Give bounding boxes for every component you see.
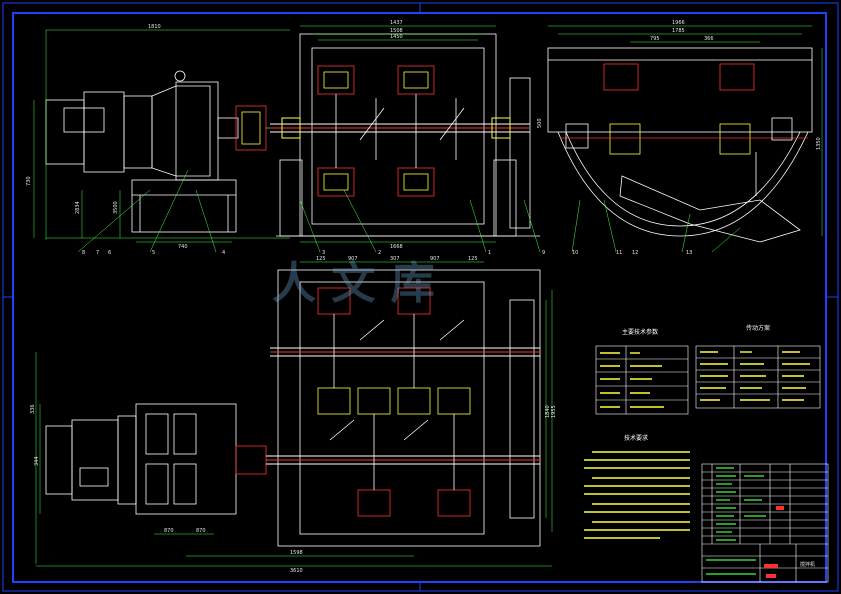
dim-plan-bottom-c: 1598: [290, 550, 303, 556]
dim-center-bottom: 1668: [390, 244, 403, 250]
dim-top-right-a: 1966: [672, 20, 685, 26]
tech-req-lines: [584, 451, 690, 539]
top-center-dims: [300, 25, 496, 243]
balloon-number: 4: [222, 250, 225, 256]
motor-elevation: [45, 70, 300, 233]
dim-top-center-a: 1437: [390, 20, 403, 26]
watermark: 人 文 库: [272, 258, 435, 309]
dim-plan-bottom-d: 3610: [290, 568, 303, 574]
top-left-dims: [33, 29, 290, 243]
mixer-front-shaft: [270, 117, 530, 139]
dim-base-width: 740: [178, 244, 188, 250]
dim-plan-bottom-a: 870: [164, 528, 174, 534]
dim-left-inner-b: 3500: [113, 201, 119, 214]
mixer-paddles-front: [317, 65, 465, 197]
title-block-fill: [706, 467, 766, 575]
balloon-number: 7: [96, 250, 99, 256]
plan-view-dims: [35, 261, 553, 567]
mixer-front-elevation: [276, 33, 540, 237]
balloon-number: 12: [632, 250, 638, 256]
dim-top-right-d: 366: [704, 36, 714, 42]
title-block: [701, 463, 829, 583]
dim-top-right-c: 795: [650, 36, 660, 42]
dim-top-center-c: 1450: [390, 34, 403, 40]
plan-view-shafts: [266, 347, 540, 465]
plan-view-paddles: [317, 287, 471, 517]
dim-top-center-b: 1508: [390, 28, 403, 34]
param-table-right: [695, 345, 821, 409]
balloon-number: 9: [542, 250, 545, 256]
balloon-number: 10: [572, 250, 578, 256]
dim-plan-top-b: 907: [348, 256, 358, 262]
tech-req-title: 技术要求: [624, 434, 648, 442]
dim-mid-right-a: 500: [537, 118, 543, 128]
centering-marks: [3, 3, 838, 591]
balloon-number: 5: [152, 250, 155, 256]
dim-top-right-b: 1785: [672, 28, 685, 34]
balloon-number: 6: [108, 250, 111, 256]
titleblock-drawing-name: 搅拌机: [800, 561, 815, 568]
dim-plan-top-d: 907: [430, 256, 440, 262]
dim-right-height: 1350: [816, 137, 822, 150]
dim-top-left-width: 1810: [148, 24, 161, 30]
dim-plan-left-a: 336: [30, 404, 36, 414]
balloon-number: 3: [322, 250, 325, 256]
top-right-dims: [548, 25, 823, 236]
param-table-left-fill: [600, 352, 664, 408]
table-left-title: 主要技术参数: [622, 328, 658, 336]
dim-plan-top-c: 307: [390, 256, 400, 262]
dim-left-inner-a: 2834: [75, 201, 81, 214]
balloon-number: 8: [82, 250, 85, 256]
balloon-number: 2: [378, 250, 381, 256]
balloon-leaders: [77, 169, 741, 253]
plan-view-mixer: [277, 269, 541, 547]
dim-plan-right-a: 1840: [545, 405, 551, 418]
trough-section: [547, 47, 813, 243]
balloon-number: 11: [616, 250, 622, 256]
dim-left-height: 730: [26, 176, 32, 186]
param-table-right-fill: [700, 351, 810, 401]
dim-plan-top-a: 125: [316, 256, 326, 262]
balloon-numbers: 8 7 6 5 4 3 2 1 9 10 11 12 13: [82, 250, 692, 256]
param-table-left: [595, 345, 689, 415]
dim-plan-left-b: 344: [34, 456, 40, 466]
table-right-title: 传动方案: [746, 324, 770, 332]
balloon-number: 1: [488, 250, 491, 256]
balloon-number: 13: [686, 250, 692, 256]
plan-view-motor: [45, 403, 267, 515]
dim-plan-top-e: 125: [468, 256, 478, 262]
dim-plan-bottom-b: 870: [196, 528, 206, 534]
dim-plan-right-b: 1955: [551, 405, 557, 418]
title-block-red-marks: [764, 506, 784, 578]
